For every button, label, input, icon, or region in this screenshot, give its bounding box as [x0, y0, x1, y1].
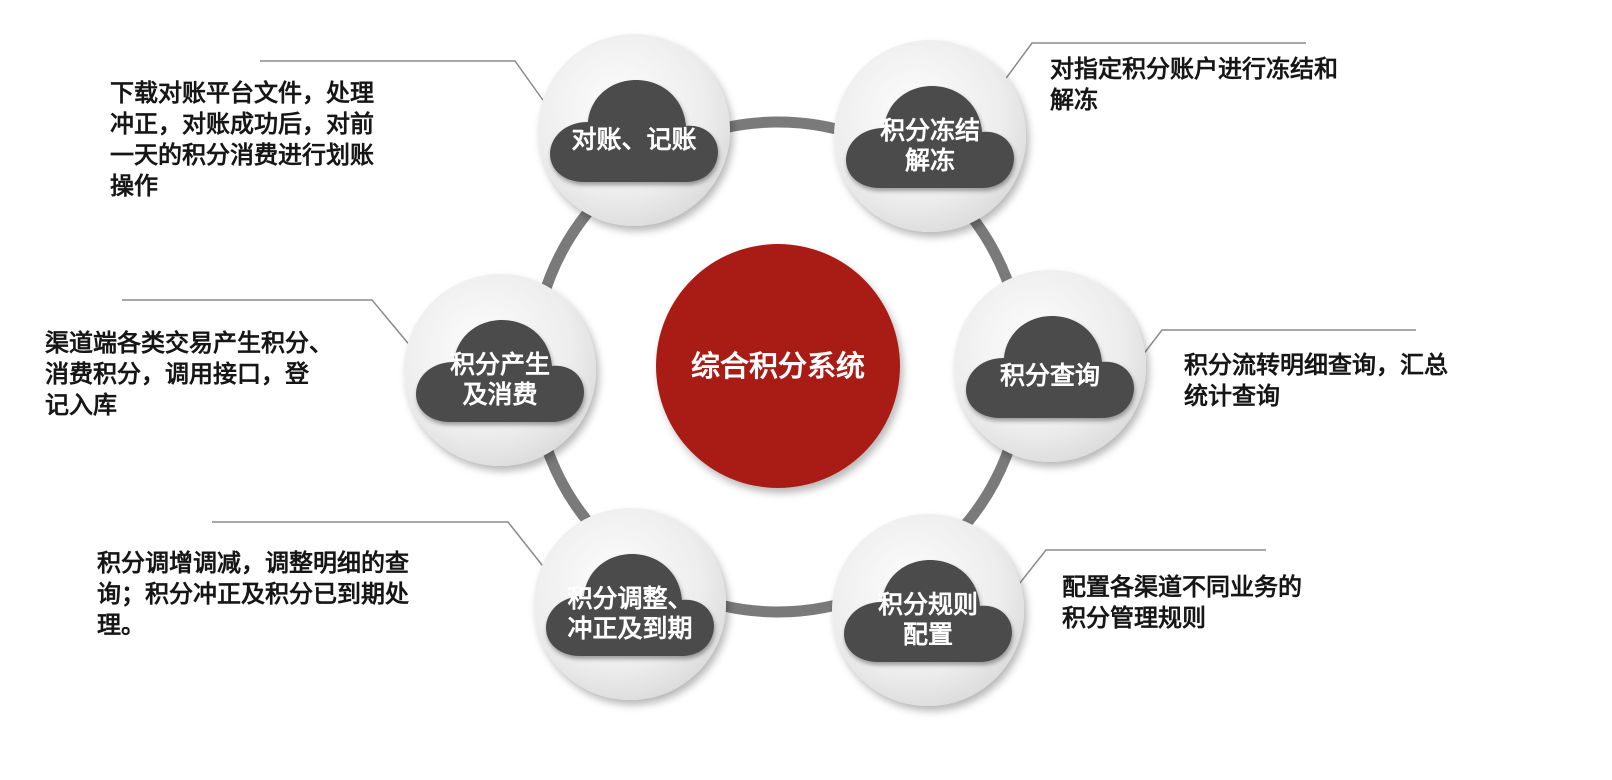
description-line: 统计查询	[1184, 382, 1280, 410]
cloud-icon	[846, 86, 1014, 188]
description-line: 消费积分，调用接口，登	[45, 360, 309, 388]
node-label-query: 积分查询	[1000, 361, 1100, 390]
description-line: 积分调增调减，调整明细的查	[97, 549, 409, 577]
description-line: 询；积分冲正及积分已到期处	[97, 580, 409, 608]
center-title: 综合积分系统	[691, 349, 865, 383]
rules-description: 配置各渠道不同业务的积分管理规则	[1062, 572, 1302, 634]
cloud-icon	[844, 560, 1012, 662]
node-label-reconcile: 对账、记账	[571, 125, 696, 154]
cloud-icon	[550, 80, 718, 182]
center-hub: 综合积分系统	[656, 244, 900, 488]
description-line: 操作	[110, 172, 158, 200]
description-line: 冲正，对账成功后，对前	[110, 110, 374, 138]
description-line: 积分流转明细查询，汇总	[1184, 351, 1448, 379]
description-line: 渠道端各类交易产生积分、	[45, 329, 333, 357]
node-label-adjust: 积分调整、	[567, 584, 692, 613]
reconcile-description: 下载对账平台文件，处理冲正，对账成功后，对前一天的积分消费进行划账操作	[110, 78, 374, 202]
node-reconcile: 对账、记账	[538, 34, 730, 226]
node-label-adjust: 冲正及到期	[567, 614, 692, 643]
description-line: 解冻	[1050, 86, 1098, 114]
generate-description: 渠道端各类交易产生积分、消费积分，调用接口，登记入库	[45, 328, 333, 421]
query-description: 积分流转明细查询，汇总统计查询	[1184, 350, 1448, 412]
node-label-freeze: 解冻	[905, 146, 955, 175]
node-label-generate: 积分产生	[450, 350, 550, 379]
description-line: 下载对账平台文件，处理	[110, 79, 374, 107]
cloud-icon	[966, 316, 1134, 418]
cloud-icon	[546, 554, 714, 656]
node-label-generate: 及消费	[462, 380, 537, 409]
description-line: 配置各渠道不同业务的	[1062, 573, 1302, 601]
node-label-rules: 配置	[903, 620, 953, 649]
description-line: 理。	[97, 611, 145, 639]
cloud-icon	[416, 320, 584, 422]
freeze-description: 对指定积分账户进行冻结和解冻	[1050, 54, 1338, 116]
description-line: 对指定积分账户进行冻结和	[1050, 55, 1338, 83]
center-circle	[656, 244, 900, 488]
description-line: 积分管理规则	[1062, 604, 1206, 632]
node-label-freeze: 积分冻结	[880, 116, 980, 145]
description-line: 记入库	[45, 391, 117, 419]
node-query: 积分查询	[954, 270, 1146, 462]
node-label-rules: 积分规则	[878, 590, 978, 619]
description-line: 一天的积分消费进行划账	[110, 141, 374, 169]
adjust-description: 积分调增调减，调整明细的查询；积分冲正及积分已到期处理。	[97, 548, 409, 641]
node-adjust: 积分调整、冲正及到期	[534, 508, 726, 700]
